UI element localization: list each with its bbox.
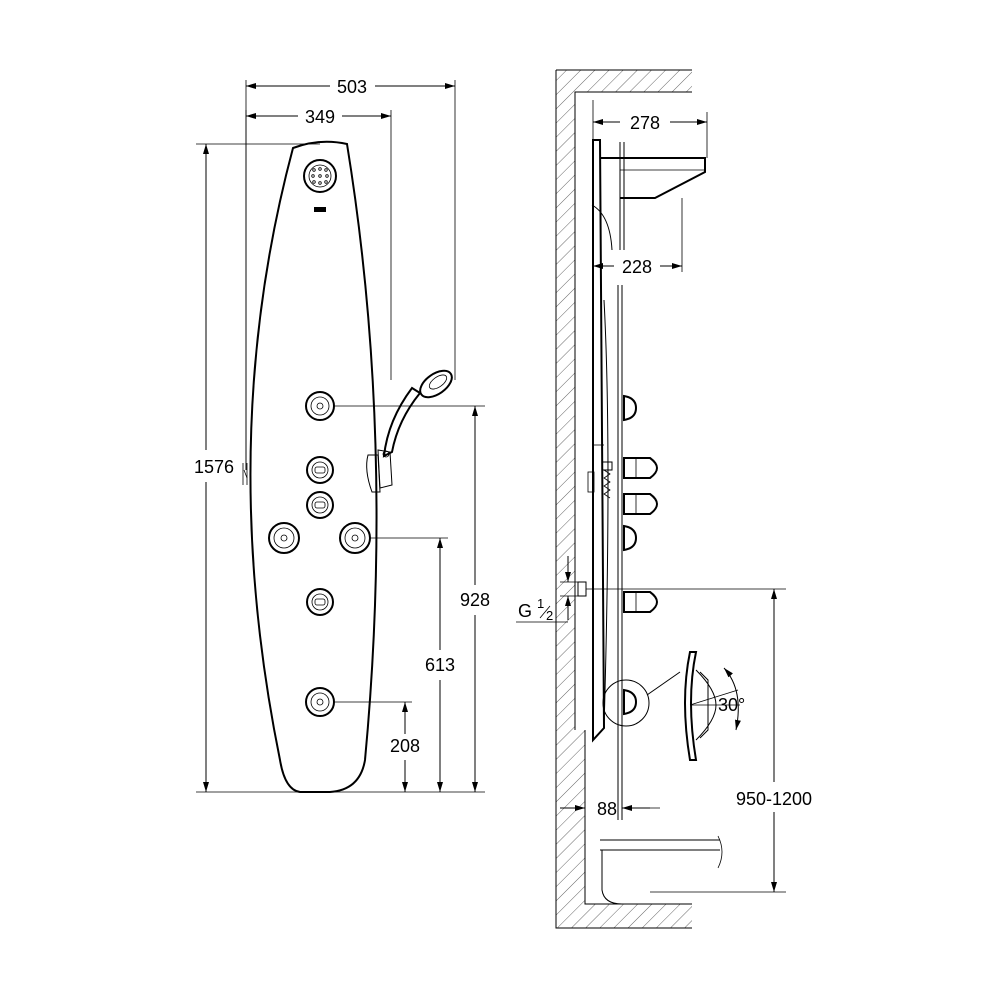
head-shower-icon	[591, 157, 706, 251]
detail-circle	[602, 651, 741, 761]
body-jet-icon	[305, 687, 335, 717]
logo-mark	[314, 207, 326, 212]
panel-outline	[249, 140, 378, 793]
wall-section-upper	[556, 70, 692, 730]
hose-connector-icon	[601, 461, 613, 499]
dim-head-projection: 278	[630, 113, 660, 133]
wall-section-lower	[556, 730, 692, 928]
side-knob-icon	[623, 457, 658, 479]
body-jet-icon	[268, 522, 300, 554]
side-view: G 1 2 30°	[516, 69, 812, 929]
dim-lower-jet: 208	[390, 736, 420, 756]
inlet-fraction-numerator: 1	[537, 596, 544, 611]
side-jet-icon	[623, 524, 638, 552]
dim-panel-width: 349	[305, 107, 335, 127]
inlet-label: G	[518, 601, 532, 621]
control-knob-icon	[306, 456, 334, 484]
inlet-connector	[577, 581, 587, 597]
head-shower-icon	[303, 159, 337, 193]
front-view: 503 349 1576 928 613 208	[194, 77, 490, 793]
inlet-fraction-denominator: 2	[546, 608, 553, 623]
side-jet-icon	[623, 688, 638, 716]
control-knob-icon	[306, 588, 334, 616]
dim-wall-offset: 88	[597, 799, 617, 819]
body-jet-icon	[305, 391, 335, 421]
bathtub-section	[600, 835, 723, 905]
dim-overall-height: 1576	[194, 457, 234, 477]
dim-overall-width: 503	[337, 77, 367, 97]
side-knob-icon	[623, 591, 658, 613]
panel-profile	[587, 139, 625, 820]
dim-mount-height: 950-1200	[736, 789, 812, 809]
side-knob-icon	[623, 493, 658, 515]
side-jet-icon	[623, 394, 638, 422]
dim-middle-jets: 613	[425, 655, 455, 675]
control-knob-icon	[306, 491, 334, 519]
dim-jet-angle: 30°	[718, 695, 745, 715]
body-jet-icon	[339, 522, 371, 554]
panel-edge	[243, 469, 248, 479]
dim-upper-jets: 928	[460, 590, 490, 610]
hand-shower-icon	[366, 369, 453, 493]
dim-panel-depth: 228	[622, 257, 652, 277]
